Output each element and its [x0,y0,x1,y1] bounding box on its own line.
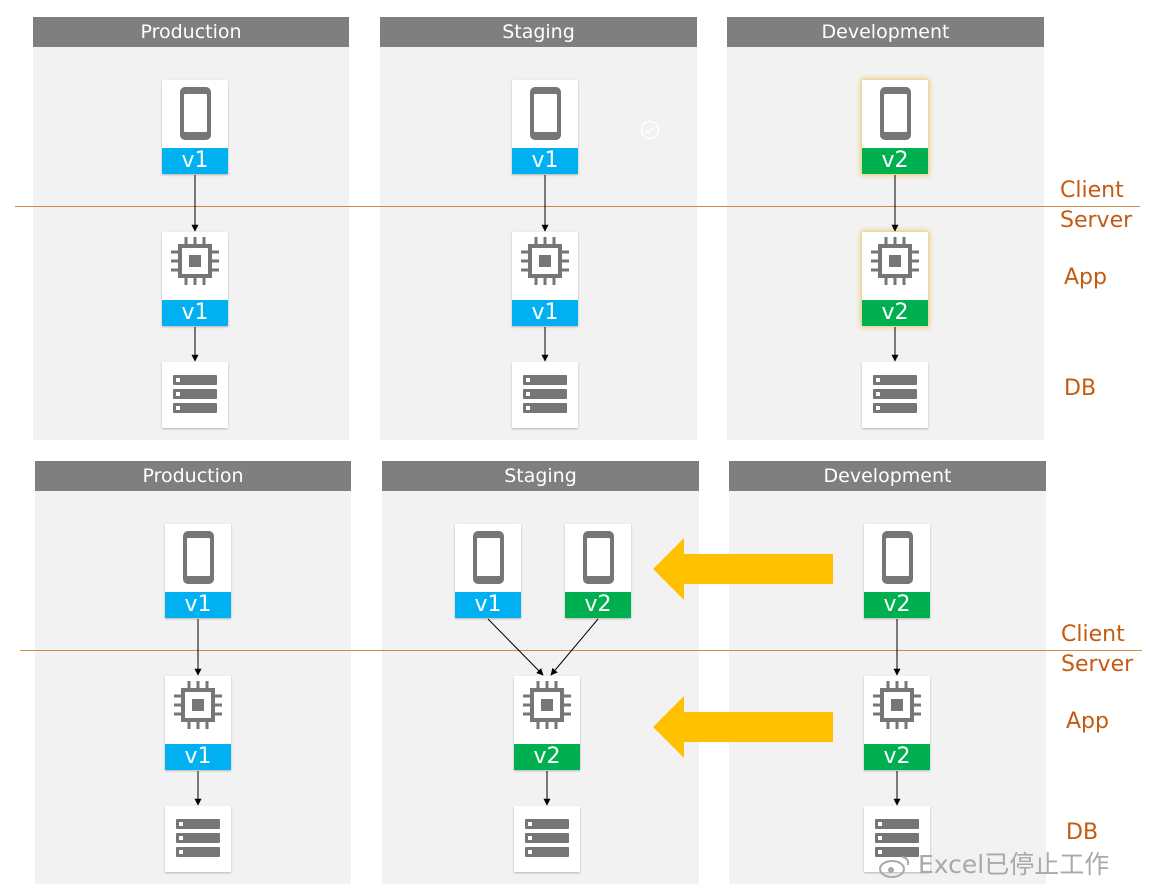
panel-title: Development [729,461,1046,491]
version-label: v2 [862,300,928,326]
cpu-chip-icon [162,232,228,300]
cpu-chip-icon [864,676,930,744]
client-tile: v2 [565,524,631,618]
client-tile: v1 [512,80,578,174]
version-label: v1 [165,744,231,770]
layer-label-app: App [1064,265,1107,290]
app-tile: v1 [162,232,228,326]
watermark-text: Excel已停止工作 [918,850,1110,879]
version-label: v1 [512,300,578,326]
check-circle-icon [640,120,660,140]
version-label: v1 [455,592,521,618]
version-label: v1 [162,300,228,326]
smartphone-icon [864,524,930,592]
layer-label-client: Client [1061,622,1125,647]
version-label: v2 [514,744,580,770]
client-server-divider [15,206,1140,207]
smartphone-icon [165,524,231,592]
watermark: Excel已停止工作 [878,845,1109,881]
layer-label-app: App [1066,709,1109,734]
version-label: v2 [864,744,930,770]
weibo-icon [879,856,910,878]
database-server-icon [862,362,928,428]
panel-title: Development [727,17,1044,47]
smartphone-icon [512,80,578,148]
database-server-icon [864,806,930,872]
version-label: v1 [165,592,231,618]
panel-title: Production [33,17,349,47]
database-server-icon [514,806,580,872]
client-tile: v1 [162,80,228,174]
app-tile: v2 [862,232,928,326]
client-server-divider [20,650,1142,651]
client-tile: v2 [864,524,930,618]
app-tile: v2 [864,676,930,770]
smartphone-icon [565,524,631,592]
version-label: v2 [864,592,930,618]
cpu-chip-icon [862,232,928,300]
cpu-chip-icon [514,676,580,744]
app-tile: v2 [514,676,580,770]
app-tile: v1 [512,232,578,326]
cpu-chip-icon [165,676,231,744]
app-tile: v1 [165,676,231,770]
version-label: v2 [565,592,631,618]
layer-label-server: Server [1061,652,1134,677]
database-server-icon [162,362,228,428]
layer-label-db: DB [1066,820,1099,845]
smartphone-icon [162,80,228,148]
client-tile: v1 [165,524,231,618]
client-tile: v1 [455,524,521,618]
panel-title: Staging [382,461,699,491]
panel-title: Production [35,461,351,491]
cpu-chip-icon [512,232,578,300]
version-label: v1 [512,148,578,174]
smartphone-icon [862,80,928,148]
client-tile: v2 [862,80,928,174]
version-label: v1 [162,148,228,174]
database-server-icon [512,362,578,428]
layer-label-db: DB [1064,376,1097,401]
layer-label-server: Server [1060,208,1133,233]
version-label: v2 [862,148,928,174]
database-server-icon [165,806,231,872]
panel-title: Staging [380,17,697,47]
layer-label-client: Client [1060,178,1124,203]
smartphone-icon [455,524,521,592]
